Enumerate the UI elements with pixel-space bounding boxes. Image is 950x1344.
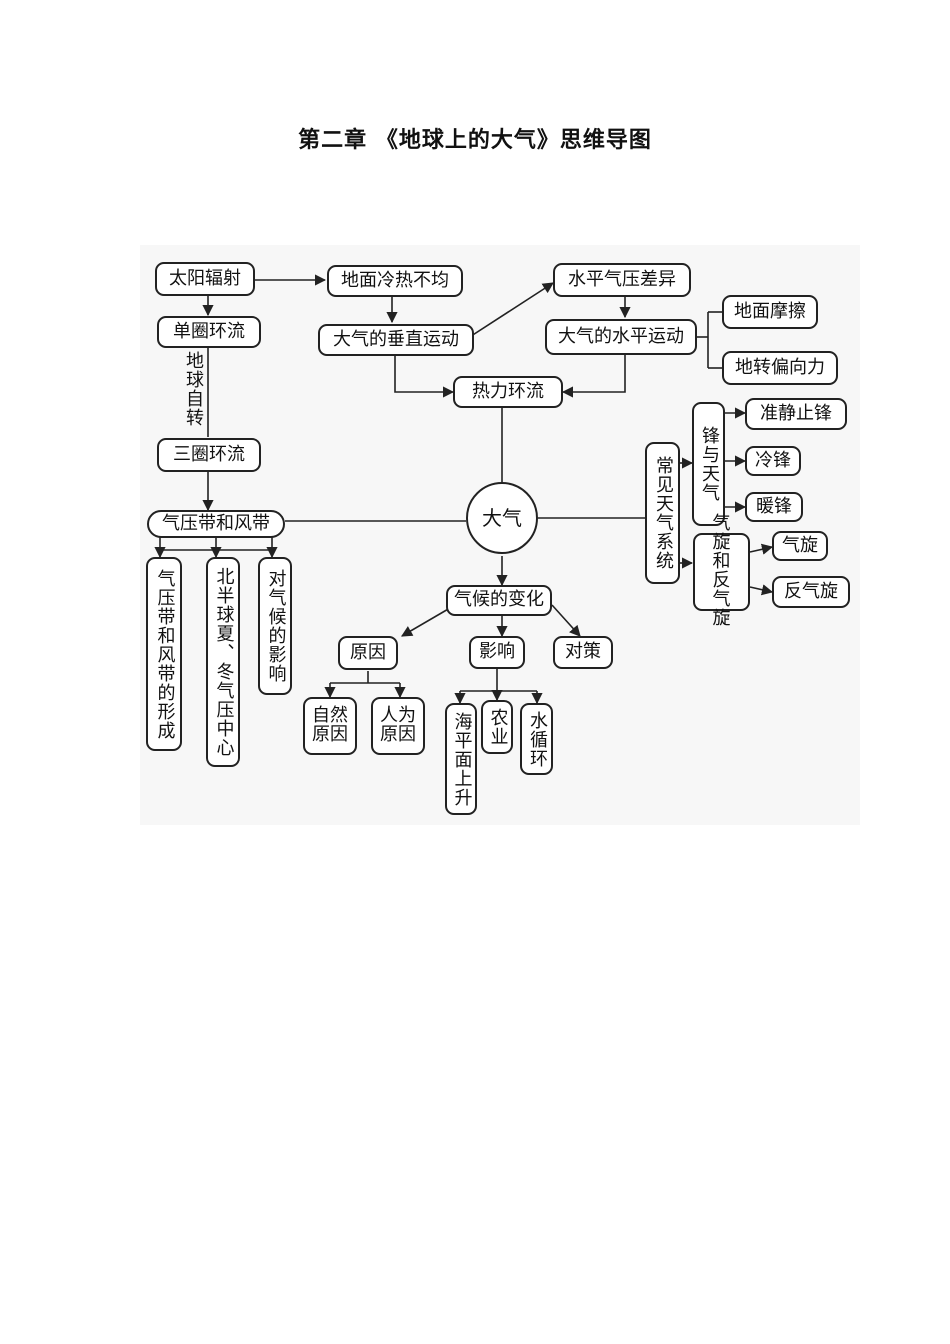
front-weather-node: 锋与天气	[692, 402, 725, 526]
human-causes-node: 人为原因	[371, 697, 425, 755]
cyclone-node: 气旋	[772, 531, 828, 561]
warm-front-node: 暖锋	[745, 492, 803, 522]
thermal-circulation-node: 热力环流	[453, 376, 563, 408]
uneven-heating-node: 地面冷热不均	[327, 265, 463, 297]
coriolis-node: 地转偏向力	[722, 351, 838, 385]
vertical-motion-node: 大气的垂直运动	[318, 324, 474, 356]
nh-pressure-centers-node: 北半球夏、冬气压中心	[206, 557, 240, 767]
anticyclone-node: 反气旋	[772, 576, 850, 608]
page-title: 第二章 《地球上的大气》思维导图	[298, 127, 652, 153]
atmosphere-node: 大气	[466, 482, 538, 554]
impacts-node: 影响	[469, 636, 525, 669]
natural-causes-node: 自然原因	[303, 697, 357, 755]
horizontal-pressure-diff-node: 水平气压差异	[553, 263, 691, 297]
solar-radiation-node: 太阳辐射	[155, 262, 255, 296]
countermeasures-node: 对策	[553, 636, 613, 669]
earth-rotation-label: 地球自转	[183, 351, 204, 427]
quasi-stationary-front-node: 准静止锋	[745, 398, 847, 430]
mind-map: 太阳辐射 地面冷热不均 水平气压差异 单圈环流 大气的垂直运动 大气的水平运动 …	[140, 245, 860, 825]
agriculture-node: 农业	[481, 700, 513, 754]
sea-level-rise-node: 海平面上升	[445, 703, 477, 815]
cold-front-node: 冷锋	[745, 446, 801, 476]
climate-impact-node: 对气候的影响	[258, 557, 292, 695]
climate-change-node: 气候的变化	[446, 585, 552, 616]
three-cell-node: 三圈环流	[157, 438, 261, 472]
pressure-wind-belts-node: 气压带和风带	[147, 510, 285, 538]
causes-node: 原因	[338, 636, 398, 670]
horizontal-motion-node: 大气的水平运动	[545, 319, 697, 355]
water-cycle-node: 水循环	[520, 703, 553, 775]
common-weather-node: 常见天气系统	[645, 442, 680, 584]
cyclone-anticyclone-node: 气旋和反气旋	[693, 514, 750, 628]
belts-formation-node: 气压带和风带的形成	[146, 557, 182, 751]
single-cell-node: 单圈环流	[157, 316, 261, 348]
surface-friction-node: 地面摩擦	[722, 295, 818, 329]
connector-lines	[154, 274, 774, 705]
